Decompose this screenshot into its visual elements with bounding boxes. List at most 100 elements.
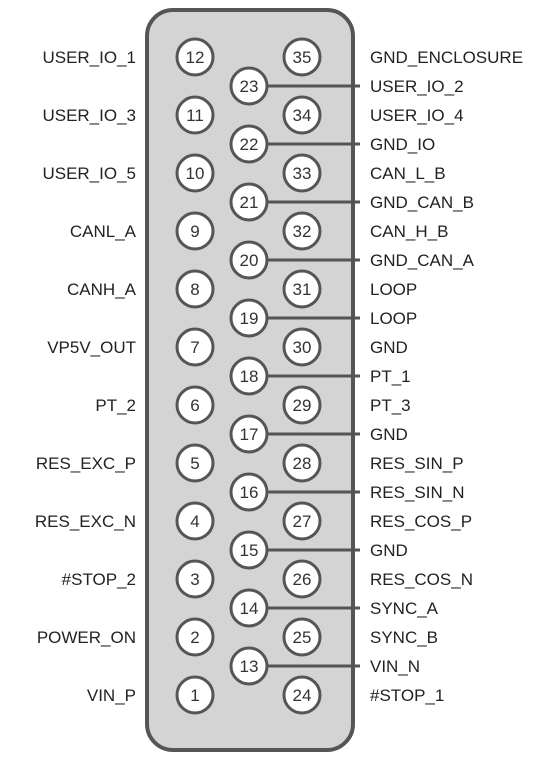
pin-label: SYNC_B: [370, 628, 438, 647]
pin-label: GND_IO: [370, 135, 435, 154]
pin-circle: [175, 675, 215, 715]
pin-label: CAN_L_B: [370, 164, 446, 183]
pin-label: RES_SIN_N: [370, 483, 464, 502]
pin-12: 12: [175, 37, 215, 77]
pin-label: USER_IO_2: [370, 77, 464, 96]
pin-number: 25: [293, 628, 312, 647]
pin-label: VIN_P: [87, 686, 136, 705]
pin-label: CANH_A: [67, 280, 137, 299]
pin-circle: [282, 559, 322, 599]
pin-number: 11: [186, 106, 204, 125]
pin-25: 25: [282, 617, 322, 657]
pin-circle: [229, 356, 269, 396]
pin-31: 31: [282, 269, 322, 309]
pin-circle: [175, 617, 215, 657]
pin-circle: [282, 443, 322, 483]
pin-number: 17: [240, 425, 259, 444]
pin-number: 4: [190, 512, 199, 531]
pin-6: 6: [175, 385, 215, 425]
pin-label: USER_IO_1: [42, 48, 136, 67]
pin-circle: [282, 153, 322, 193]
pin-number: 14: [240, 599, 259, 618]
pin-7: 7: [175, 327, 215, 367]
pin-number: 22: [240, 135, 259, 154]
pin-label: #STOP_2: [62, 570, 136, 589]
pin-number: 35: [293, 48, 312, 67]
pin-label: PT_2: [95, 396, 136, 415]
pin-number: 18: [240, 367, 259, 386]
pin-22: 22: [229, 124, 269, 164]
pin-number: 28: [293, 454, 312, 473]
pin-circle: [282, 269, 322, 309]
pin-circle: [175, 95, 215, 135]
pin-circle: [282, 675, 322, 715]
pin-label: VP5V_OUT: [47, 338, 136, 357]
pin-number: 26: [293, 570, 312, 589]
pin-label: SYNC_A: [370, 599, 439, 618]
pin-number: 10: [186, 164, 205, 183]
pin-label: CANL_A: [70, 222, 137, 241]
pin-label: USER_IO_5: [42, 164, 136, 183]
pin-19: 19: [229, 298, 269, 338]
pin-label: LOOP: [370, 309, 417, 328]
pin-26: 26: [282, 559, 322, 599]
pin-9: 9: [175, 211, 215, 251]
pin-17: 17: [229, 414, 269, 454]
pin-18: 18: [229, 356, 269, 396]
pin-label: POWER_ON: [37, 628, 136, 647]
pin-circle: [229, 472, 269, 512]
pin-number: 20: [240, 251, 259, 270]
pin-label: GND: [370, 338, 408, 357]
pin-label: RES_COS_N: [370, 570, 473, 589]
pin-circle: [175, 327, 215, 367]
pin-28: 28: [282, 443, 322, 483]
pin-number: 24: [293, 686, 312, 705]
pin-label: RES_EXC_P: [36, 454, 136, 473]
pin-number: 33: [293, 164, 312, 183]
pin-23: 23: [229, 66, 269, 106]
pin-number: 12: [186, 48, 205, 67]
pin-label: RES_EXC_N: [35, 512, 136, 531]
pin-circle: [229, 240, 269, 280]
pin-27: 27: [282, 501, 322, 541]
pin-label: RES_SIN_P: [370, 454, 464, 473]
pin-3: 3: [175, 559, 215, 599]
pin-circle: [175, 443, 215, 483]
pin-circle: [229, 530, 269, 570]
pin-label: GND: [370, 541, 408, 560]
pin-circle: [175, 501, 215, 541]
pin-1: 1: [175, 675, 215, 715]
pin-circle: [175, 153, 215, 193]
pin-label: RES_COS_P: [370, 512, 472, 531]
pin-number: 9: [190, 222, 199, 241]
pin-circle: [282, 327, 322, 367]
pin-circle: [175, 211, 215, 251]
pin-29: 29: [282, 385, 322, 425]
pin-circle: [175, 269, 215, 309]
pin-label: GND_CAN_B: [370, 193, 474, 212]
pin-number: 30: [293, 338, 312, 357]
pin-circle: [282, 501, 322, 541]
pin-20: 20: [229, 240, 269, 280]
pin-number: 1: [190, 686, 199, 705]
pin-label: GND: [370, 425, 408, 444]
pin-number: 31: [293, 280, 312, 299]
pin-circle: [229, 646, 269, 686]
pin-circle: [282, 37, 322, 77]
pin-number: 27: [293, 512, 312, 531]
pin-number: 13: [240, 657, 259, 676]
pin-circle: [229, 66, 269, 106]
pin-13: 13: [229, 646, 269, 686]
pin-2: 2: [175, 617, 215, 657]
pin-32: 32: [282, 211, 322, 251]
pin-8: 8: [175, 269, 215, 309]
pin-circle: [229, 298, 269, 338]
pin-label: PT_1: [370, 367, 411, 386]
pin-circle: [229, 414, 269, 454]
pin-number: 21: [240, 193, 259, 212]
pin-35: 35: [282, 37, 322, 77]
pin-circle: [175, 37, 215, 77]
pin-labels: USER_IO_1USER_IO_3USER_IO_5CANL_ACANH_AV…: [35, 48, 523, 705]
pin-label: GND_CAN_A: [370, 251, 475, 270]
pin-circle: [175, 559, 215, 599]
